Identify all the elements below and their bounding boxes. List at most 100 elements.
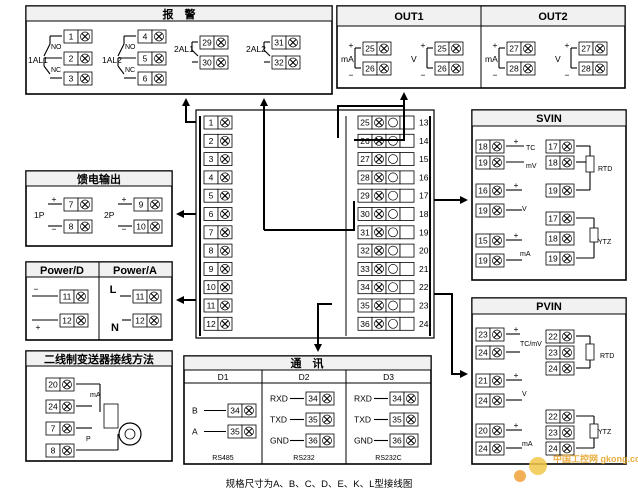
terminal-number: 25: [437, 44, 447, 54]
terminal-number: 7: [69, 200, 74, 210]
terminal-number: 19: [478, 158, 488, 168]
pvin-left-terminal: 24: [475, 441, 505, 456]
terminal-number: 19: [478, 256, 488, 266]
alarm-terminal: 1: [63, 29, 93, 44]
comm-terminal: 35: [227, 424, 257, 439]
terminal-number: 12: [206, 319, 216, 329]
comm-footer: RS485: [212, 455, 234, 462]
terminal-number: 1: [69, 32, 74, 42]
terminal-number: 3: [209, 154, 214, 164]
terminal-number: 4: [209, 172, 214, 182]
comm-signal-label: TXD: [270, 415, 287, 425]
center-left-terminal: 3: [203, 152, 233, 167]
feed-terminal: 7: [63, 197, 93, 212]
pvin-right-terminal: 23: [545, 425, 575, 440]
feed-group-label: 1P: [34, 210, 45, 220]
svin-left-terminal: 19: [475, 203, 505, 218]
comm-signal-label: B: [192, 406, 198, 416]
terminal-number: 13: [419, 118, 429, 128]
plus-sign: +: [122, 194, 127, 204]
terminal-number: 7: [51, 424, 56, 434]
svin-right-terminal: 19: [545, 183, 575, 198]
power-d-terminal: 12: [59, 313, 89, 328]
alarm-terminal: 30: [199, 55, 229, 70]
terminal-number: 26: [365, 64, 375, 74]
plus-sign: +: [514, 420, 519, 430]
plus-sign: +: [514, 136, 519, 146]
pvin-panel: PVIN 232421242024222324222324TC/mVRTDVmA…: [471, 297, 627, 465]
plus-sign: +: [514, 230, 519, 240]
terminal-number: 35: [392, 415, 402, 425]
power-d-terminal: 11: [59, 289, 89, 304]
alarm-group-label: 2AL2: [246, 44, 266, 54]
terminal-number: 24: [548, 444, 558, 454]
transmitter-ma-label: mA: [90, 392, 101, 399]
comm-terminal: 36: [389, 433, 419, 448]
comm-terminal: 35: [389, 412, 419, 427]
center-left-terminal: 12: [203, 316, 233, 331]
terminal-number: 22: [548, 412, 558, 422]
svin-right-terminal: 18: [545, 231, 575, 246]
pvin-ytz-label: YTZ: [598, 429, 612, 436]
terminal-number: 19: [419, 227, 429, 237]
terminal-number: 24: [478, 348, 488, 358]
terminal-number: 27: [509, 44, 519, 54]
comm-terminal: 34: [389, 391, 419, 406]
terminal-number: 18: [548, 158, 558, 168]
feed-terminal: 8: [63, 219, 93, 234]
terminal-number: 5: [143, 54, 148, 64]
center-mid-terminal: 28: [357, 170, 387, 185]
plus-sign: +: [565, 40, 570, 50]
terminal-number: 36: [360, 319, 370, 329]
center-left-terminal: 2: [203, 133, 233, 148]
terminal-number: 20: [419, 246, 429, 256]
svin-left-terminal: 15: [475, 233, 505, 248]
terminal-number: 17: [419, 191, 429, 201]
output-ma-label: mA: [341, 54, 354, 64]
terminal-number: 11: [207, 301, 216, 311]
comm-column-title: D1: [218, 372, 229, 382]
terminal-number: 24: [48, 402, 58, 412]
terminal-number: 16: [419, 172, 429, 182]
terminal-number: 19: [548, 186, 558, 196]
alarm-contact-no: NO: [51, 44, 62, 51]
watermark-text: 中国工控网 gkong.com: [553, 453, 638, 464]
terminal-number: 19: [548, 254, 558, 264]
terminal-number: 10: [136, 222, 146, 232]
alarm-terminal: 4: [137, 29, 167, 44]
plus-sign: +: [514, 370, 519, 380]
pvin-left-terminal: 23: [475, 327, 505, 342]
terminal-number: 34: [308, 394, 318, 404]
comm-terminal: 34: [227, 403, 257, 418]
comm-signal-label: GND: [270, 436, 289, 446]
center-left-terminal: 4: [203, 170, 233, 185]
comm-column-title: D3: [383, 372, 394, 382]
terminal-number: 18: [478, 142, 488, 152]
plus-sign: +: [36, 322, 41, 332]
center-mid-terminal: 36: [357, 316, 387, 331]
svin-v-label: V: [522, 206, 527, 213]
center-left-terminal: 10: [203, 280, 233, 295]
output-terminal: 27: [506, 41, 536, 56]
pvin-right-terminal: 24: [545, 361, 575, 376]
terminal-number: 23: [419, 301, 429, 311]
plus-sign: +: [514, 180, 519, 190]
terminal-number: 8: [209, 246, 214, 256]
pvin-left-terminal: 24: [475, 345, 505, 360]
minus-sign: −: [565, 70, 570, 80]
comm-terminal: 36: [305, 433, 335, 448]
terminal-number: 24: [419, 319, 429, 329]
terminal-number: 11: [63, 292, 72, 302]
output-terminal: 27: [578, 41, 608, 56]
output-terminal: 26: [434, 61, 464, 76]
terminal-number: 24: [548, 364, 558, 374]
output-terminal: 25: [362, 41, 392, 56]
alarm-terminal: 29: [199, 35, 229, 50]
terminal-number: 30: [202, 58, 212, 68]
terminal-number: 28: [360, 172, 370, 182]
